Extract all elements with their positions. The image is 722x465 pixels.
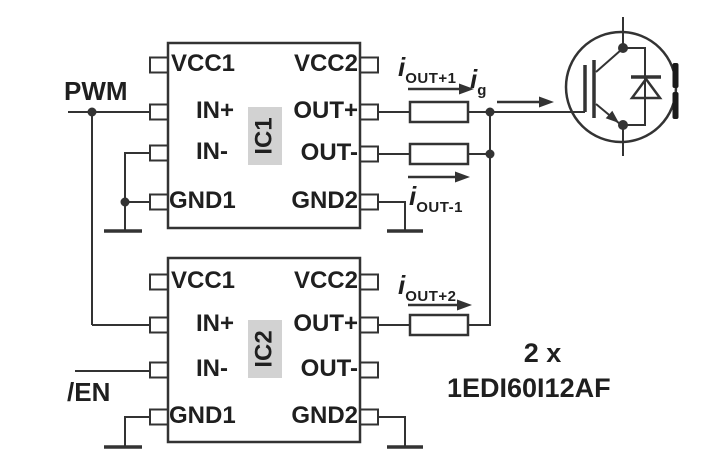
wires-left	[68, 111, 150, 449]
pin-stub	[359, 316, 379, 334]
ic2-pin-outm: OUT-	[300, 355, 358, 382]
en-label: /EN	[67, 377, 111, 407]
igbt-edge-mark	[672, 63, 679, 88]
resistor	[408, 313, 470, 337]
diode-branch-wire	[623, 47, 646, 126]
pin-stub	[359, 56, 379, 74]
ic1-pin-outp: OUT+	[293, 97, 358, 124]
current-subscript: OUT-1	[416, 199, 463, 216]
pin-stub	[149, 193, 169, 211]
ic2-box	[166, 256, 362, 444]
ic2-badge-label: IC2	[251, 330, 279, 368]
pin-stub	[149, 316, 169, 334]
igbt-symbol	[564, 17, 679, 156]
ic2-pin-inm: IN-	[196, 355, 228, 382]
junction-dot	[618, 120, 628, 130]
ic1-badge: IC1	[248, 107, 282, 165]
pin-stub	[359, 273, 379, 291]
ic1-pin-inp: IN+	[196, 97, 235, 124]
junction-dot	[87, 107, 97, 117]
current-subscript: OUT+2	[405, 288, 457, 305]
diode-triangle	[629, 76, 663, 100]
wire	[468, 112, 491, 326]
current-subscript: g	[477, 82, 487, 99]
current-arrowhead	[459, 83, 474, 95]
junction-dot	[618, 43, 628, 53]
igbt-emitter-arrow	[605, 110, 619, 123]
ic2-pin-outp: OUT+	[293, 310, 358, 337]
ic2-pin-gnd1: GND1	[169, 402, 236, 429]
wire	[124, 416, 150, 447]
ic1-pin-vcc1: VCC1	[171, 50, 236, 77]
ic1-box	[166, 41, 362, 230]
part-count-label: 2 x	[523, 338, 562, 368]
pin-stub	[149, 144, 169, 162]
current-arrowhead	[457, 299, 472, 311]
junction-dots	[87, 43, 628, 207]
current-symbol: i	[470, 64, 478, 94]
current-symbol: i	[398, 270, 406, 300]
current-arrowhead	[539, 96, 554, 108]
ic2-pin-vcc1: VCC1	[171, 267, 236, 294]
current-label-out-minus-1: iOUT-1	[409, 181, 463, 216]
igbt-edge-mark	[672, 92, 679, 119]
junction-dot	[485, 149, 495, 159]
current-symbol: i	[398, 52, 406, 82]
ic1-badge-label: IC1	[251, 117, 279, 155]
resistor	[408, 100, 470, 124]
junction-dot	[120, 197, 130, 207]
pin-stub	[149, 408, 169, 426]
current-symbol: i	[409, 181, 417, 211]
igbt-collector-line	[595, 49, 622, 73]
pin-stub	[149, 103, 169, 121]
ic1-pin-outm: OUT-	[300, 139, 358, 166]
ic2-pin-vcc2: VCC2	[293, 267, 358, 294]
current-arrowhead	[455, 171, 470, 183]
pin-stub	[149, 273, 169, 291]
current-arrows	[408, 83, 554, 311]
pin-stub	[359, 193, 379, 211]
pin-stub	[359, 145, 379, 163]
ic1-pin-gnd2: GND2	[291, 187, 358, 214]
current-label-gate: ig	[470, 64, 487, 99]
ic1-pin-gnd1: GND1	[169, 187, 236, 214]
pin-stub	[149, 361, 169, 379]
junction-dot	[485, 107, 495, 117]
ic2-pin-gnd2: GND2	[291, 402, 358, 429]
pin-stub	[359, 408, 379, 426]
wires-right	[378, 111, 585, 449]
wire	[378, 416, 406, 447]
ic1-pin-inm: IN-	[196, 138, 228, 165]
wire	[124, 201, 150, 231]
pwm-label: PWM	[64, 76, 128, 106]
pin-stub	[359, 103, 379, 121]
current-label-out-plus-2: iOUT+2	[398, 270, 457, 305]
wire	[124, 152, 150, 202]
current-label-out-plus-1: iOUT+1	[398, 52, 457, 87]
pin-stub	[149, 56, 169, 74]
ic1-pin-vcc2: VCC2	[293, 50, 358, 77]
pin-stub	[359, 361, 379, 379]
ic2-badge: IC2	[248, 320, 282, 378]
ic2-pin-inp: IN+	[196, 310, 235, 337]
wire	[378, 201, 406, 231]
part-number-label: 1EDI60I12AF	[447, 373, 611, 403]
resistor	[408, 142, 470, 166]
current-subscript: OUT+1	[405, 70, 457, 87]
